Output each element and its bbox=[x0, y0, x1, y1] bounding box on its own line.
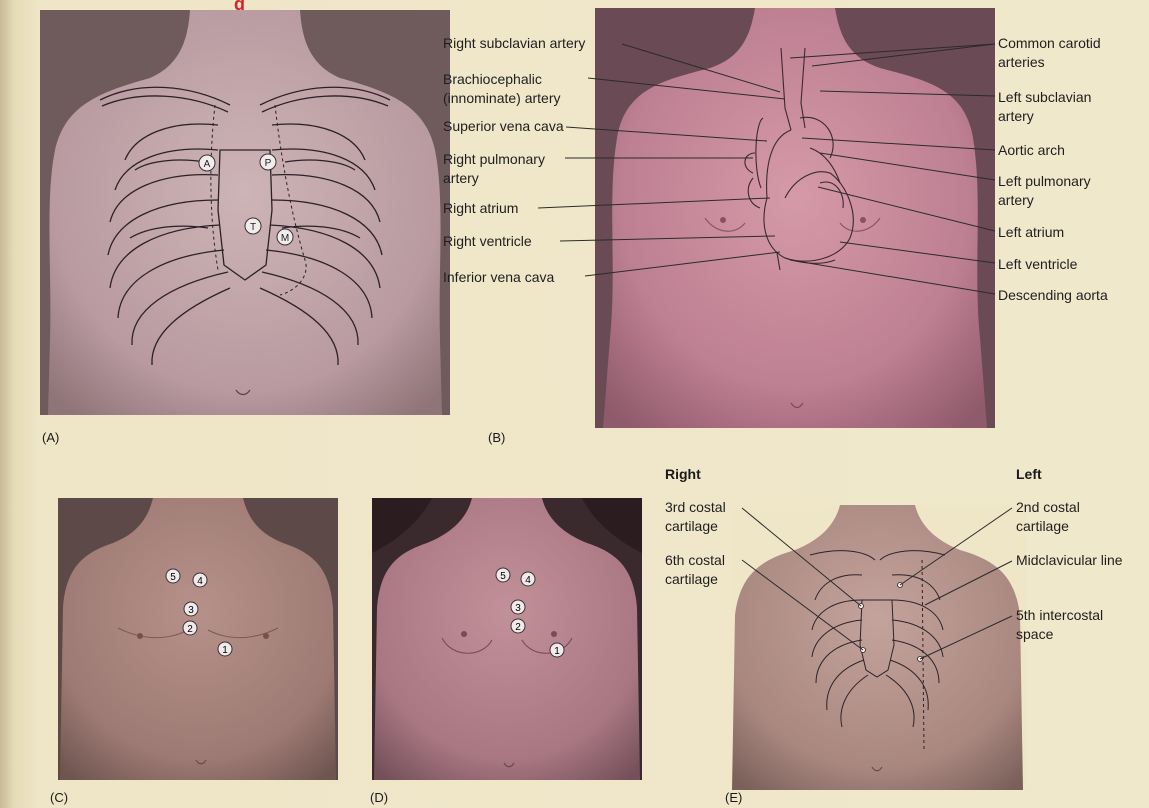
auscultation-marker-aortic: A bbox=[199, 155, 215, 171]
svg-text:3: 3 bbox=[188, 605, 194, 616]
svg-text:1: 1 bbox=[222, 645, 228, 656]
svg-text:4: 4 bbox=[197, 576, 203, 587]
svg-text:5: 5 bbox=[170, 572, 176, 583]
label-left-subclavian-artery: Left subclavian artery bbox=[998, 88, 1098, 126]
precordial-marker-5: 5 bbox=[166, 569, 180, 583]
precordial-marker-3: 3 bbox=[511, 600, 525, 614]
label-superior-vena-cava: Superior vena cava bbox=[443, 117, 564, 136]
panel-e-label: (E) bbox=[725, 790, 742, 805]
precordial-marker-1: 1 bbox=[550, 643, 564, 657]
panel-e-right-header: Right bbox=[665, 466, 701, 482]
precordial-marker-2: 2 bbox=[511, 619, 525, 633]
svg-text:M: M bbox=[281, 233, 289, 244]
auscultation-marker-mitral: M bbox=[277, 229, 293, 245]
svg-text:2: 2 bbox=[515, 622, 521, 633]
label-right-atrium: Right atrium bbox=[443, 199, 518, 218]
panel-a-figure: A P T M bbox=[40, 10, 450, 415]
panel-e-figure bbox=[730, 505, 1025, 790]
panel-b-label: (B) bbox=[488, 430, 505, 445]
label-inferior-vena-cava: Inferior vena cava bbox=[443, 268, 554, 287]
panel-a-label: (A) bbox=[42, 430, 59, 445]
label-3rd-costal-cartilage: 3rd costal cartilage bbox=[665, 498, 755, 536]
svg-text:A: A bbox=[204, 159, 211, 170]
panel-c-figure: 5 4 3 2 1 bbox=[58, 498, 338, 780]
svg-text:4: 4 bbox=[525, 575, 531, 586]
label-2nd-costal-cartilage: 2nd costal cartilage bbox=[1016, 498, 1106, 536]
heart-great-vessels-illustration bbox=[595, 8, 995, 428]
auscultation-marker-tricuspid: T bbox=[245, 218, 261, 234]
precordial-marker-1: 1 bbox=[218, 642, 232, 656]
svg-text:P: P bbox=[265, 158, 272, 169]
precordial-marker-4: 4 bbox=[521, 572, 535, 586]
label-brachiocephalic-artery: Brachiocephalic (innominate) artery bbox=[443, 70, 613, 108]
auscultation-marker-pulmonic: P bbox=[260, 154, 276, 170]
panel-d-label: (D) bbox=[370, 790, 388, 805]
precordial-marker-4: 4 bbox=[193, 573, 207, 587]
label-right-pulmonary-artery: Right pulmonary artery bbox=[443, 150, 573, 188]
label-common-carotid-arteries: Common carotid arteries bbox=[998, 34, 1108, 72]
label-descending-aorta: Descending aorta bbox=[998, 286, 1108, 305]
label-midclavicular-line: Midclavicular line bbox=[1016, 551, 1126, 570]
svg-text:2: 2 bbox=[187, 624, 193, 635]
panel-d-figure: 5 4 3 2 1 bbox=[372, 498, 642, 780]
label-left-pulmonary-artery: Left pulmonary artery bbox=[998, 172, 1108, 210]
label-left-ventricle: Left ventricle bbox=[998, 255, 1077, 274]
panel-e-left-header: Left bbox=[1016, 466, 1042, 482]
svg-text:3: 3 bbox=[515, 603, 521, 614]
label-5th-intercostal-space: 5th intercostal space bbox=[1016, 606, 1126, 644]
label-aortic-arch: Aortic arch bbox=[998, 141, 1065, 160]
svg-text:5: 5 bbox=[500, 571, 506, 582]
precordial-marker-3: 3 bbox=[184, 602, 198, 616]
svg-text:1: 1 bbox=[554, 646, 560, 657]
label-right-ventricle: Right ventricle bbox=[443, 232, 532, 251]
label-left-atrium: Left atrium bbox=[998, 223, 1064, 242]
svg-text:T: T bbox=[250, 222, 256, 233]
male-chest-landmarks-illustration bbox=[730, 505, 1025, 790]
precordial-marker-2: 2 bbox=[183, 621, 197, 635]
panel-b-figure bbox=[595, 8, 995, 428]
label-6th-costal-cartilage: 6th costal cartilage bbox=[665, 551, 755, 589]
label-right-subclavian-artery: Right subclavian artery bbox=[443, 34, 585, 53]
precordial-marker-5: 5 bbox=[496, 568, 510, 582]
panel-c-label: (C) bbox=[50, 790, 68, 805]
